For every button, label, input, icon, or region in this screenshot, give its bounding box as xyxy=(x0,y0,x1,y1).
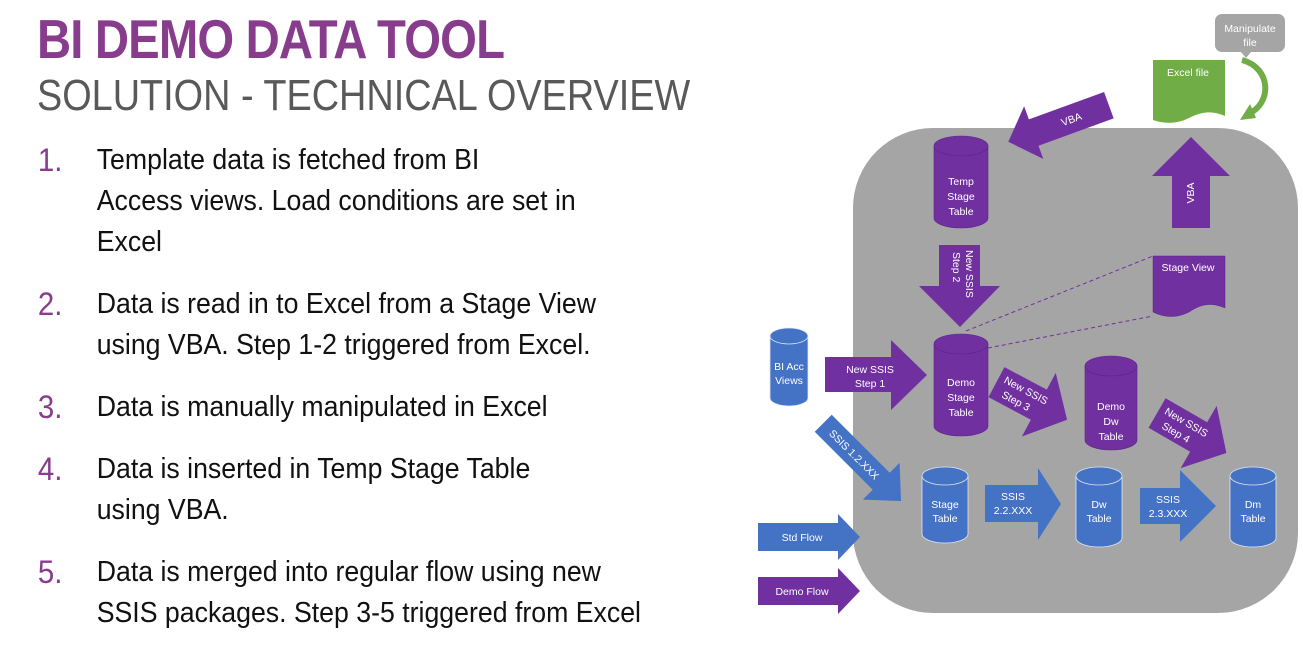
stage-table-cylinder: Stage Table xyxy=(921,466,969,544)
step-line: Data is manually manipulated in Excel xyxy=(96,391,548,423)
cylinder-label: Stage xyxy=(931,499,959,511)
excel-file-document: Excel file xyxy=(1153,60,1225,123)
cylinder-label: Demo xyxy=(1097,401,1125,413)
step-line: Access views. Load conditions are set in xyxy=(96,185,576,217)
step-item: 5. Data is merged into regular flow usin… xyxy=(36,552,717,634)
stage-view-document: Stage View xyxy=(1152,255,1226,317)
excel-file-label: Excel file xyxy=(1167,67,1209,79)
step-line: using VBA. Step 1-2 triggered from Excel… xyxy=(96,329,591,361)
step-item: 1. Template data is fetched from BI Acce… xyxy=(36,140,717,263)
cylinder-label: Dw xyxy=(1091,499,1107,511)
stage-view-label: Stage View xyxy=(1162,262,1215,274)
callout-line: file xyxy=(1243,37,1257,49)
legend-std-flow: Std Flow xyxy=(758,514,860,560)
page-title: BI DEMO DATA TOOL xyxy=(37,8,505,70)
dm-table-cylinder: Dm Table xyxy=(1229,466,1277,548)
curved-arrow-icon xyxy=(1240,57,1269,120)
ssis-2-3-arrow: SSIS 2.3.XXX xyxy=(1140,470,1216,542)
cylinder-label: Temp xyxy=(948,176,974,188)
page-subtitle: SOLUTION - TECHNICAL OVERVIEW xyxy=(37,71,691,120)
cylinder-label: Table xyxy=(932,513,957,525)
step-line: using VBA. xyxy=(96,494,229,526)
dashed-connector xyxy=(987,315,1154,349)
cylinder-label: Stage xyxy=(947,191,975,203)
step-line: Data is merged into regular flow using n… xyxy=(96,556,601,588)
cylinder-label: Table xyxy=(948,206,973,218)
bi-acc-views-cylinder: BI Acc Views xyxy=(769,327,809,407)
step-number: 3. xyxy=(37,389,63,425)
dw-table-cylinder: Dw Table xyxy=(1075,466,1123,548)
vba-arrow-in: VBA xyxy=(1008,92,1114,159)
demo-dw-table-cylinder: Demo Dw Table xyxy=(1084,355,1138,451)
arrow-label: SSIS xyxy=(1156,494,1180,506)
cylinder-label: Demo xyxy=(947,377,975,389)
ssis-2-2-arrow: SSIS 2.2.XXX xyxy=(985,468,1061,540)
legend-label: Std Flow xyxy=(782,532,823,544)
arrow-label: New SSIS xyxy=(846,364,894,376)
new-ssis-step2-arrow: New SSIS Step 2 xyxy=(919,245,1000,327)
step-number: 2. xyxy=(37,286,63,322)
step-number: 5. xyxy=(37,554,63,590)
cylinder-label: Table xyxy=(948,407,973,419)
steps-list: 1. Template data is fetched from BI Acce… xyxy=(36,140,776,634)
cylinder-label: Dm xyxy=(1245,499,1262,511)
step-number: 1. xyxy=(37,142,63,178)
vba-arrow-up-label: VBA xyxy=(1185,182,1197,203)
arrow-label: Step 1 xyxy=(855,378,886,390)
vba-arrow-up: VBA xyxy=(1152,137,1230,228)
step-item: 3. Data is manually manipulated in Excel xyxy=(36,387,717,428)
legend-label: Demo Flow xyxy=(775,586,829,598)
cylinder-label: Table xyxy=(1098,431,1123,443)
arrow-label: New SSIS xyxy=(963,250,975,298)
temp-stage-table-cylinder: Temp Stage Table xyxy=(933,135,989,229)
new-ssis-step1-arrow: New SSIS Step 1 xyxy=(825,340,927,410)
arrow-label: SSIS xyxy=(1001,491,1025,503)
dashed-connector xyxy=(965,255,1154,332)
cylinder-label: Table xyxy=(1086,513,1111,525)
step-line: Data is read in to Excel from a Stage Vi… xyxy=(96,288,596,320)
callout-line: Manipulate xyxy=(1224,23,1276,35)
step-item: 2. Data is read in to Excel from a Stage… xyxy=(36,284,717,366)
step-line: Excel xyxy=(96,226,162,258)
step-line: Template data is fetched from BI xyxy=(96,144,480,176)
step-item: 4. Data is inserted in Temp Stage Table … xyxy=(36,449,717,531)
arrow-label: 2.2.XXX xyxy=(994,505,1033,517)
step-line: Data is inserted in Temp Stage Table xyxy=(96,453,531,485)
manipulate-file-callout: Manipulate file xyxy=(1215,14,1285,58)
step-number: 4. xyxy=(37,451,63,487)
cylinder-label: Dw xyxy=(1103,416,1119,428)
arrow-label: 2.3.XXX xyxy=(1149,508,1188,520)
cylinder-label: Views xyxy=(775,375,803,387)
cylinder-label: BI Acc xyxy=(774,361,804,373)
cylinder-label: Table xyxy=(1240,513,1265,525)
arrow-label: Step 2 xyxy=(950,252,962,283)
legend-demo-flow: Demo Flow xyxy=(758,568,860,614)
cylinder-label: Stage xyxy=(947,392,975,404)
step-line: SSIS packages. Step 3-5 triggered from E… xyxy=(96,597,641,629)
demo-stage-table-cylinder: Demo Stage Table xyxy=(933,333,989,437)
